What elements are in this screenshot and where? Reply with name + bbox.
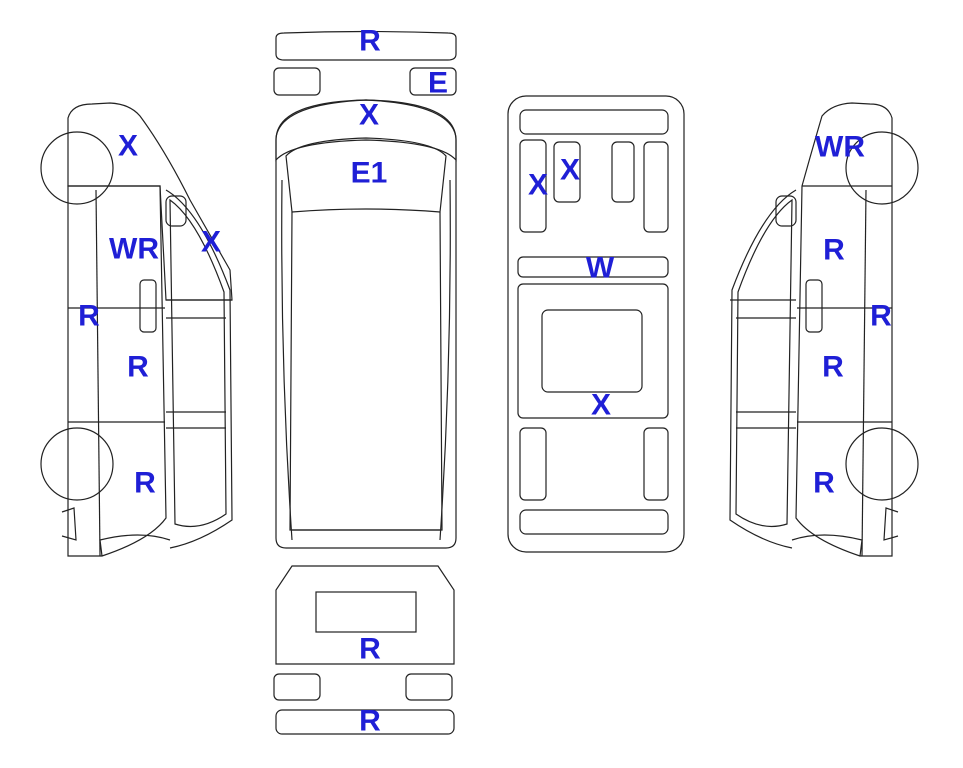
label-hood: E1: [351, 157, 388, 190]
rear-pieces: [273, 565, 455, 735]
label-right-front-fender: WR: [815, 131, 865, 164]
rear-door-part: [275, 565, 455, 665]
interior-view: [507, 95, 685, 553]
windshield-part: [275, 99, 457, 162]
front-bumper-part: [275, 30, 457, 61]
label-left-rocker: R: [78, 300, 100, 333]
rear-bumper-part: [275, 709, 455, 735]
label-top-cargo-floor: X: [591, 389, 611, 422]
label-right-middle: R: [822, 351, 844, 384]
label-right-front-door-upper: R: [823, 234, 845, 267]
interior-outline: [507, 95, 685, 553]
rear-window: [315, 591, 417, 633]
seat-left-part: [519, 139, 547, 233]
damage-labels: R E X E1 X X WR R R R X X W X R R WR R R…: [78, 25, 892, 738]
label-right-rear-quarter: R: [813, 467, 835, 500]
left-mirror: [165, 195, 187, 227]
left-side-view: [40, 102, 233, 557]
label-left-rear-quarter: R: [134, 467, 156, 500]
label-top-seat-left: X: [528, 169, 548, 202]
front-left-light-part: [273, 67, 321, 96]
right-rear-wheel: [845, 427, 919, 501]
left-rear-wheel: [40, 427, 114, 501]
label-left-front-fender: WR: [109, 233, 159, 266]
left-window-frame: [165, 189, 233, 549]
label-rear-bumper: R: [359, 705, 381, 738]
label-left-front-door-upper: R: [127, 351, 149, 384]
label-front-bumper: R: [359, 25, 381, 58]
right-side-view: [729, 102, 919, 557]
left-front-wheel: [40, 131, 114, 205]
left-door-handle: [139, 279, 157, 333]
cross-panel-part: [517, 256, 669, 278]
hood-part: [285, 137, 447, 213]
top-view-front: [275, 99, 457, 549]
front-pieces: [273, 30, 457, 96]
label-left-a-pillar-window: X: [201, 226, 221, 259]
rear-left-light: [273, 673, 321, 701]
label-right-rocker: R: [870, 300, 892, 333]
left-cab-glass: [67, 102, 233, 301]
seat-center-part: [553, 141, 581, 203]
label-windshield: X: [359, 99, 379, 132]
cargo-floor-part: [517, 283, 669, 419]
label-front-right-light: E: [428, 67, 448, 100]
right-front-wheel: [845, 131, 919, 205]
label-left-front-glass: X: [118, 130, 138, 163]
front-right-light-part: [409, 67, 457, 96]
label-top-cross-panel: W: [586, 252, 615, 285]
rear-right-light: [405, 673, 453, 701]
label-top-seat-right: X: [560, 154, 580, 187]
label-rear-door: R: [359, 633, 381, 666]
right-body-panel: [795, 102, 893, 557]
